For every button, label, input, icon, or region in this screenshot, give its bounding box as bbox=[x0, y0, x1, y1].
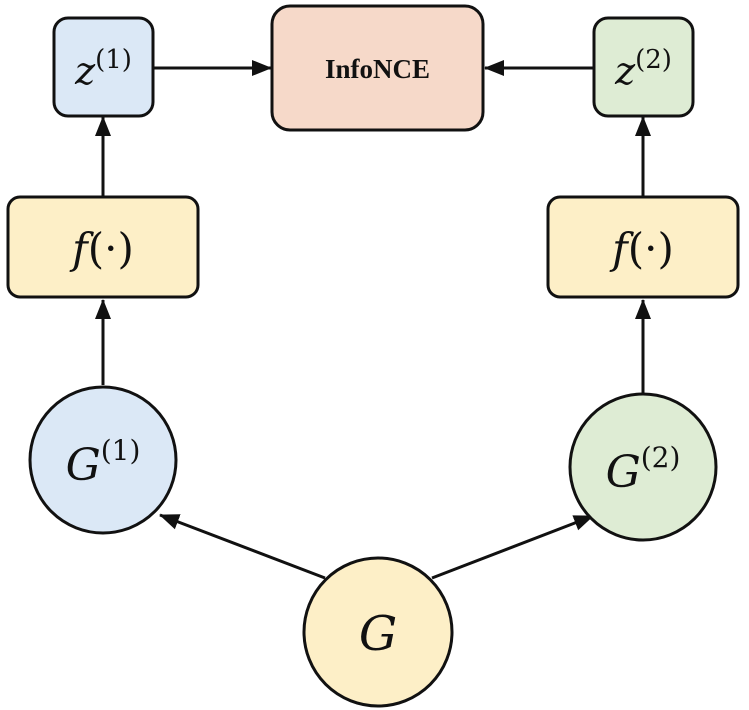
z2-box bbox=[592, 16, 695, 118]
g2-circle bbox=[568, 392, 718, 542]
f1-label: f(·) bbox=[69, 224, 134, 273]
infonce-box bbox=[270, 4, 485, 132]
z1-label: z(1) bbox=[74, 45, 132, 93]
g1-node: G(1) bbox=[28, 385, 178, 535]
infonce-node: InfoNCE bbox=[270, 4, 485, 132]
edge-g-to-g1 bbox=[159, 513, 326, 580]
edge-g-to-g2 bbox=[431, 514, 594, 580]
z1-box bbox=[52, 16, 155, 118]
z1-node: z(1) bbox=[52, 16, 155, 118]
f2-node: f(·) bbox=[546, 195, 740, 299]
edges bbox=[95, 60, 651, 580]
f1-box bbox=[6, 195, 200, 299]
f2-label: f(·) bbox=[609, 224, 674, 273]
g-label: G bbox=[359, 606, 397, 662]
g2-node: G(2) bbox=[568, 392, 718, 542]
f2-box bbox=[546, 195, 740, 299]
g-node: G bbox=[302, 556, 454, 708]
g1-circle bbox=[28, 385, 178, 535]
infonce-label: InfoNCE bbox=[325, 54, 430, 84]
f1-node: f(·) bbox=[6, 195, 200, 299]
z2-label: z(2) bbox=[614, 45, 672, 93]
g2-label: G(2) bbox=[606, 441, 681, 498]
g-circle bbox=[302, 556, 454, 708]
z2-node: z(2) bbox=[592, 16, 695, 118]
g1-label: G(1) bbox=[66, 434, 141, 491]
